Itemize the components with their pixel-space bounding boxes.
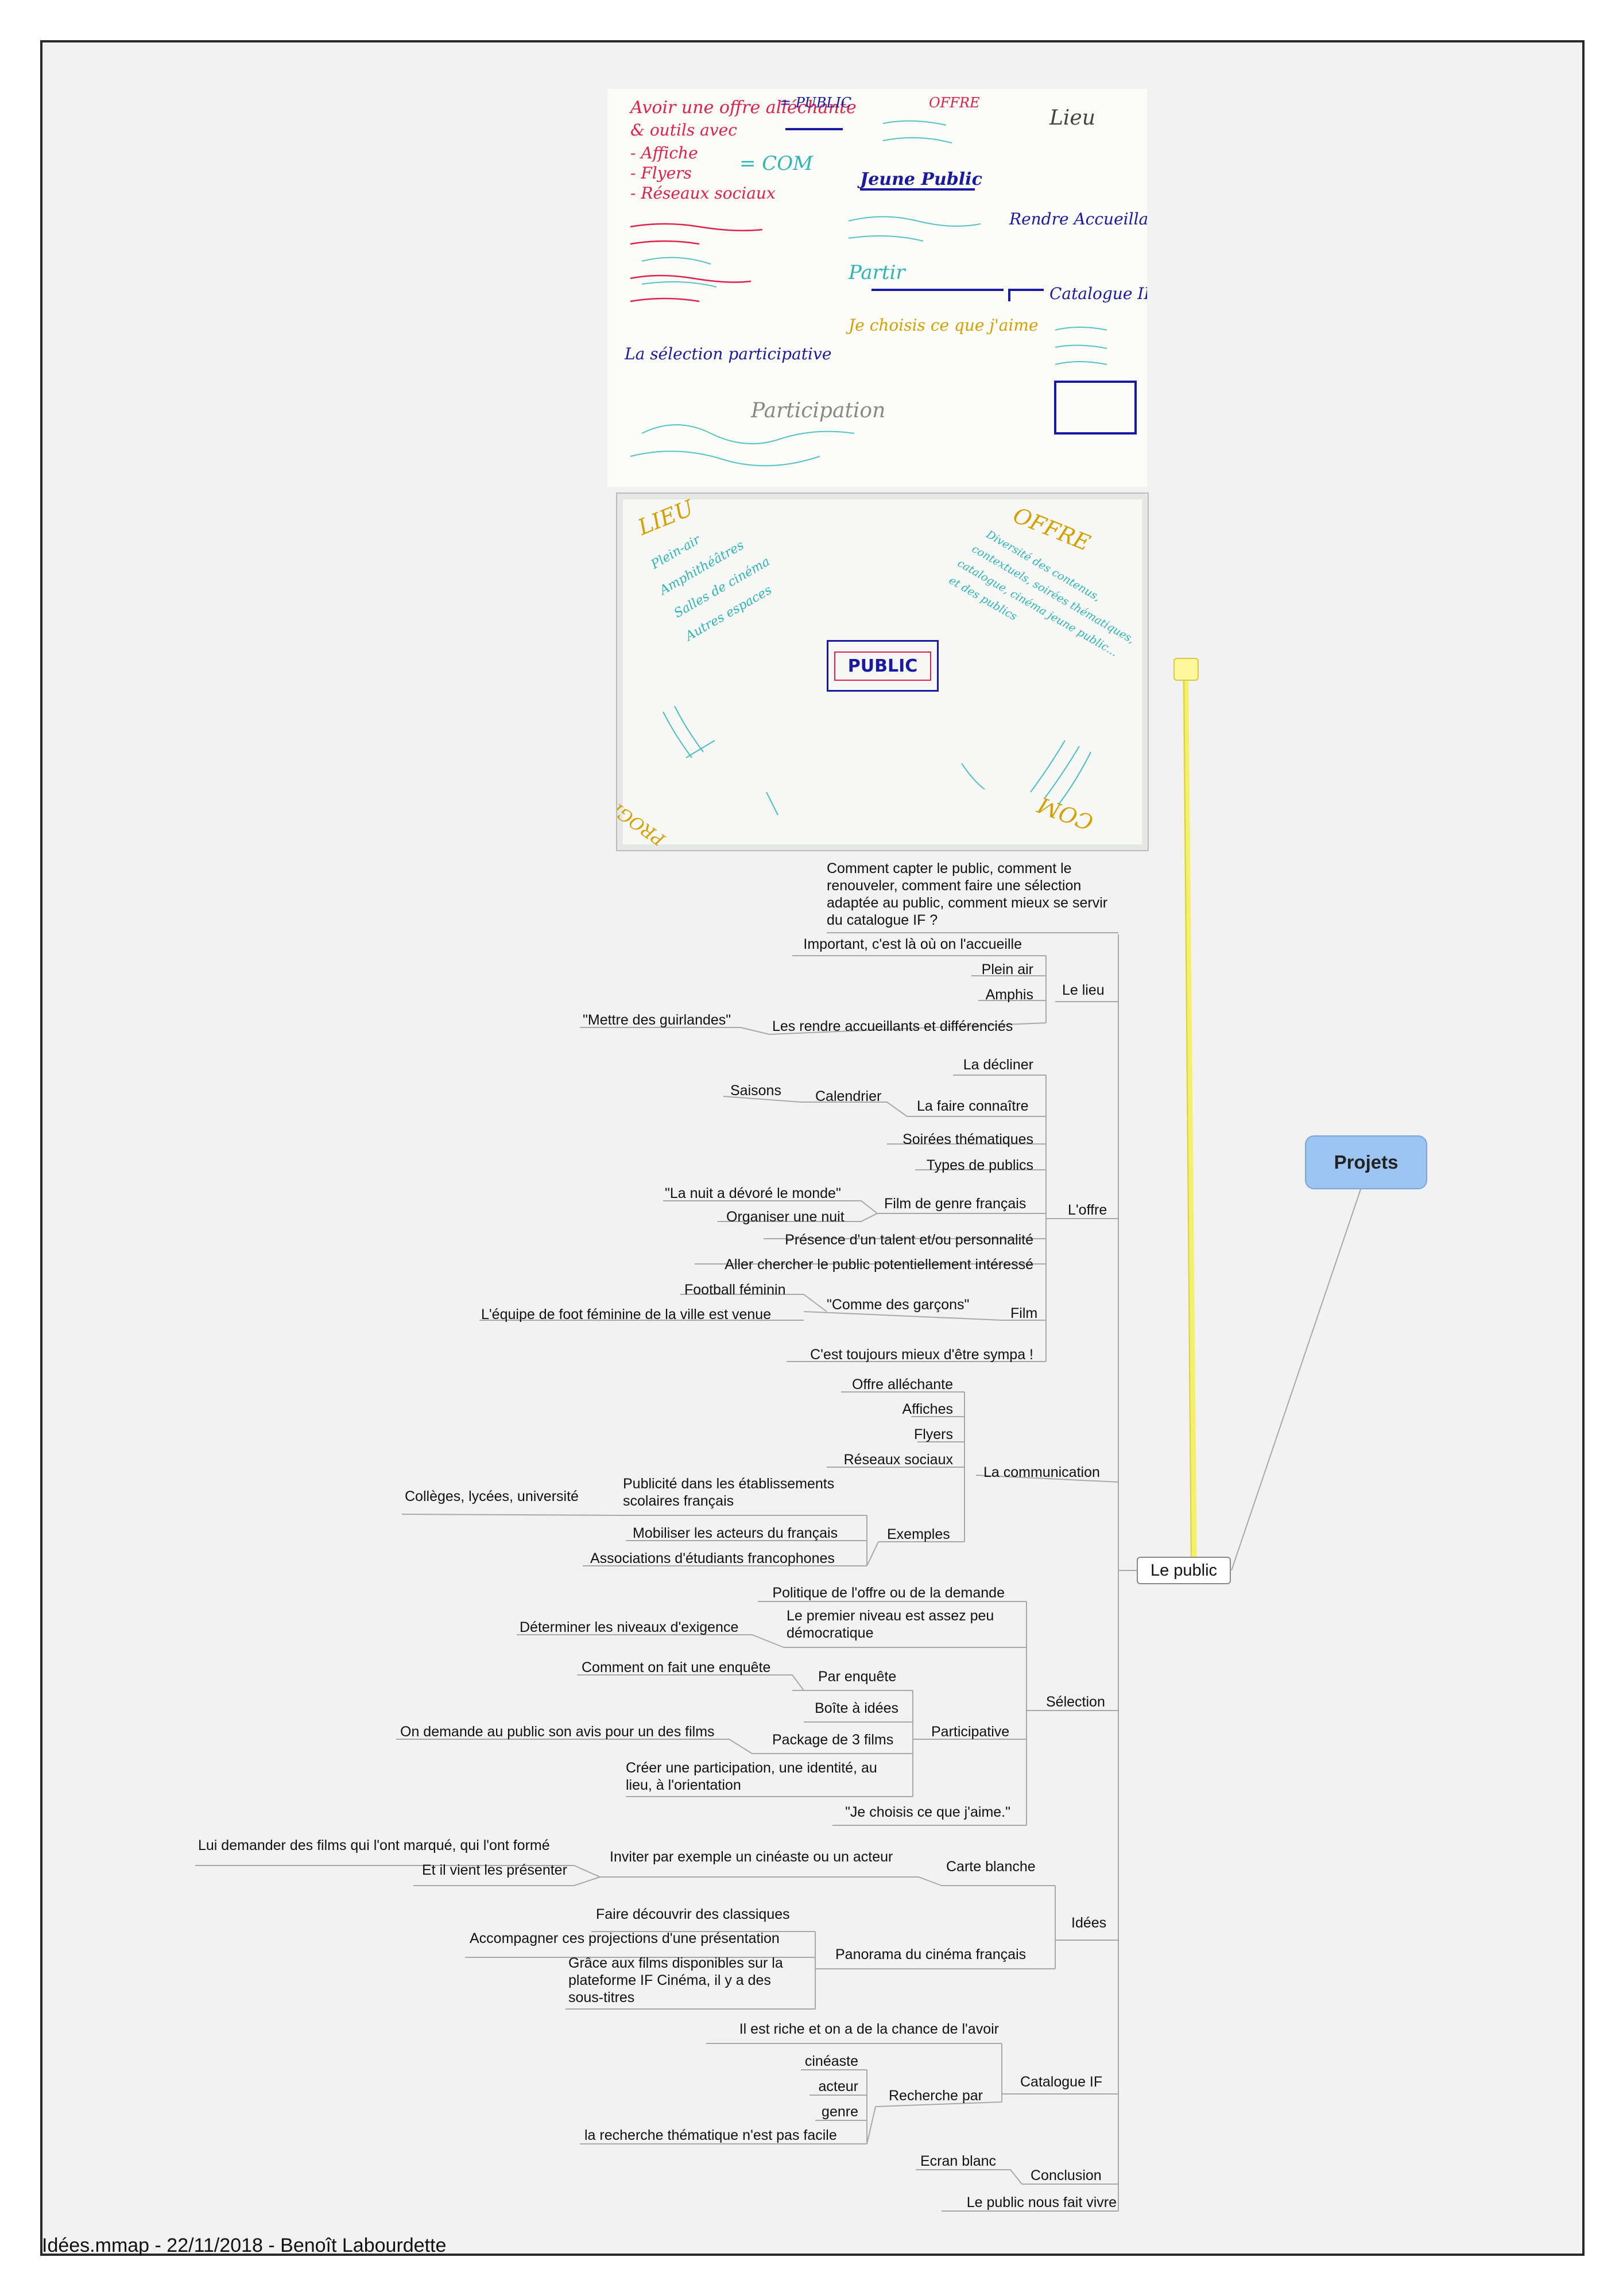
note-line: Jeune Public <box>860 169 982 189</box>
note-line: Partir <box>849 261 905 284</box>
node-genre[interactable]: genre <box>822 2104 858 2120</box>
root-node-projets[interactable]: Projets <box>1305 1135 1427 1189</box>
node-carte-blanche[interactable]: Carte blanche <box>946 1859 1036 1875</box>
image-link-handle[interactable] <box>1173 658 1199 681</box>
node-aller-chercher[interactable]: Aller chercher le public potentiellement… <box>725 1256 1033 1273</box>
node-intro-question[interactable]: Comment capter le public, comment le ren… <box>827 860 1108 928</box>
node-premier-niveau[interactable]: Le premier niveau est assez peu démocrat… <box>787 1608 994 1641</box>
node-determiner-niveaux[interactable]: Déterminer les niveaux d'exigence <box>520 1619 739 1635</box>
node-cineaste[interactable]: cinéaste <box>804 2053 858 2069</box>
node-associations-etudiants[interactable]: Associations d'étudiants francophones <box>590 1550 835 1566</box>
node-creer-participation[interactable]: Créer une participation, une identité, a… <box>626 1760 877 1793</box>
node-offre-allechante[interactable]: Offre alléchante <box>851 1376 953 1393</box>
note-line: Avoir une offre alléchante <box>630 98 857 118</box>
node-catalogue-if[interactable]: Catalogue IF <box>1020 2074 1103 2090</box>
note-line: = PUBLIC <box>780 95 852 111</box>
node-conclusion[interactable]: Conclusion <box>1031 2167 1102 2183</box>
node-participative[interactable]: Participative <box>931 1724 1010 1740</box>
node-la-decliner[interactable]: La décliner <box>963 1057 1033 1073</box>
node-boite-a-idees[interactable]: Boîte à idées <box>815 1700 898 1716</box>
node-grace-aux-films[interactable]: Grâce aux films disponibles sur la plate… <box>568 1955 783 2006</box>
whiteboard-scribbles <box>630 120 1137 467</box>
node-mobiliser-acteurs[interactable]: Mobiliser les acteurs du français <box>633 1525 838 1541</box>
note-line: Participation <box>751 399 886 422</box>
node-types-de-publics[interactable]: Types de publics <box>926 1157 1033 1173</box>
node-la-nuit[interactable]: "La nuit a dévoré le monde" <box>665 1185 841 1201</box>
node-le-lieu[interactable]: Le lieu <box>1062 982 1105 998</box>
whiteboard-photo-public: PUBLIC LIEU Plein-air Amphithéâtres Sall… <box>616 492 1149 851</box>
node-affiches[interactable]: Affiches <box>902 1401 953 1417</box>
node-calendrier[interactable]: Calendrier <box>815 1088 882 1104</box>
footer-file-info: Idées.mmap - 22/11/2018 - Benoît Labourd… <box>42 2235 447 2256</box>
node-comment-enquete[interactable]: Comment on fait une enquête <box>582 1659 771 1676</box>
node-film-de-genre[interactable]: Film de genre français <box>884 1196 1027 1212</box>
node-presence-talent[interactable]: Présence d'un talent et/ou personnalité <box>785 1232 1033 1248</box>
node-publicite-etablissements[interactable]: Publicité dans les établissements scolai… <box>623 1476 835 1509</box>
node-lieu-important[interactable]: Important, c'est là où on l'accueille <box>803 936 1022 952</box>
node-par-enquete[interactable]: Par enquête <box>818 1669 897 1685</box>
node-la-faire-connaitre[interactable]: La faire connaître <box>917 1098 1029 1114</box>
node-soirees-thematiques[interactable]: Soirées thématiques <box>902 1131 1033 1147</box>
note-line: - Réseaux sociaux <box>630 184 776 203</box>
node-recherche-par[interactable]: Recherche par <box>889 2088 983 2104</box>
note-line: Lieu <box>1049 106 1095 130</box>
note-line: Catalogue IF <box>1049 284 1147 303</box>
note-line: OFFRE <box>929 95 980 111</box>
note-line: Rendre Accueillant Différencier <box>1009 210 1147 228</box>
node-panorama-cinema[interactable]: Panorama du cinéma français <box>835 1946 1027 1963</box>
node-film[interactable]: Film <box>1010 1305 1038 1321</box>
node-comme-des-garcons[interactable]: "Comme des garçons" <box>827 1297 970 1313</box>
note-line: Je choisis ce que j'aime <box>849 316 1039 335</box>
node-organiser-nuit[interactable]: Organiser une nuit <box>726 1209 845 1225</box>
node-l-offre[interactable]: L'offre <box>1068 1202 1107 1218</box>
node-politique-offre[interactable]: Politique de l'offre ou de la demande <box>772 1585 1005 1601</box>
node-amphis[interactable]: Amphis <box>985 987 1033 1003</box>
node-la-communication[interactable]: La communication <box>983 1464 1100 1480</box>
note-line: La sélection participative <box>625 344 832 363</box>
node-recherche-thematique[interactable]: la recherche thématique n'est pas facile <box>584 2127 837 2143</box>
node-le-public-nous-fait-vivre[interactable]: Le public nous fait vivre <box>966 2194 1117 2210</box>
whiteboard-photo-notes: Avoir une offre alléchante & outils avec… <box>607 89 1147 487</box>
node-acteur[interactable]: acteur <box>818 2078 858 2095</box>
topic-node-le-public[interactable]: Le public <box>1137 1557 1231 1584</box>
node-ecran-blanc[interactable]: Ecran blanc <box>920 2153 997 2169</box>
node-il-vient-presenter[interactable]: Et il vient les présenter <box>422 1862 567 1878</box>
node-saisons[interactable]: Saisons <box>730 1083 781 1099</box>
node-on-demande-public[interactable]: On demande au public son avis pour un de… <box>400 1724 715 1740</box>
node-selection[interactable]: Sélection <box>1046 1694 1105 1710</box>
board-scribbles <box>663 705 1091 816</box>
note-line: & outils avec <box>630 121 737 139</box>
node-inviter-cineaste[interactable]: Inviter par exemple un cinéaste ou un ac… <box>610 1849 893 1865</box>
node-il-est-riche[interactable]: Il est riche et on a de la chance de l'a… <box>739 2021 999 2037</box>
note-line: - Affiche <box>630 144 698 162</box>
note-line: = COM <box>739 152 813 175</box>
node-exemples[interactable]: Exemples <box>887 1526 950 1542</box>
node-football-feminin[interactable]: Football féminin <box>684 1282 786 1298</box>
node-plein-air[interactable]: Plein air <box>981 961 1033 978</box>
node-toujours-sympa[interactable]: C'est toujours mieux d'être sympa ! <box>810 1347 1033 1363</box>
node-reseaux-sociaux[interactable]: Réseaux sociaux <box>843 1452 953 1468</box>
node-flyers[interactable]: Flyers <box>913 1426 953 1442</box>
node-faire-decouvrir[interactable]: Faire découvrir des classiques <box>596 1906 790 1922</box>
node-equipe-foot[interactable]: L'équipe de foot féminine de la ville es… <box>481 1306 772 1322</box>
public-label: PUBLIC <box>834 651 932 681</box>
node-accompagner-projections[interactable]: Accompagner ces projections d'une présen… <box>470 1930 780 1946</box>
node-guirlandes[interactable]: "Mettre des guirlandes" <box>583 1012 731 1028</box>
node-colleges-lycees[interactable]: Collèges, lycées, université <box>405 1488 579 1504</box>
node-package-3-films[interactable]: Package de 3 films <box>772 1732 894 1748</box>
node-rendre-accueillants[interactable]: Les rendre accueillants et différenciés <box>772 1018 1013 1034</box>
node-idees[interactable]: Idées <box>1071 1915 1107 1931</box>
node-je-choisis[interactable]: "Je choisis ce que j'aime." <box>845 1804 1010 1820</box>
note-line: - Flyers <box>630 164 692 183</box>
node-lui-demander-films[interactable]: Lui demander des films qui l'ont marqué,… <box>198 1837 550 1853</box>
